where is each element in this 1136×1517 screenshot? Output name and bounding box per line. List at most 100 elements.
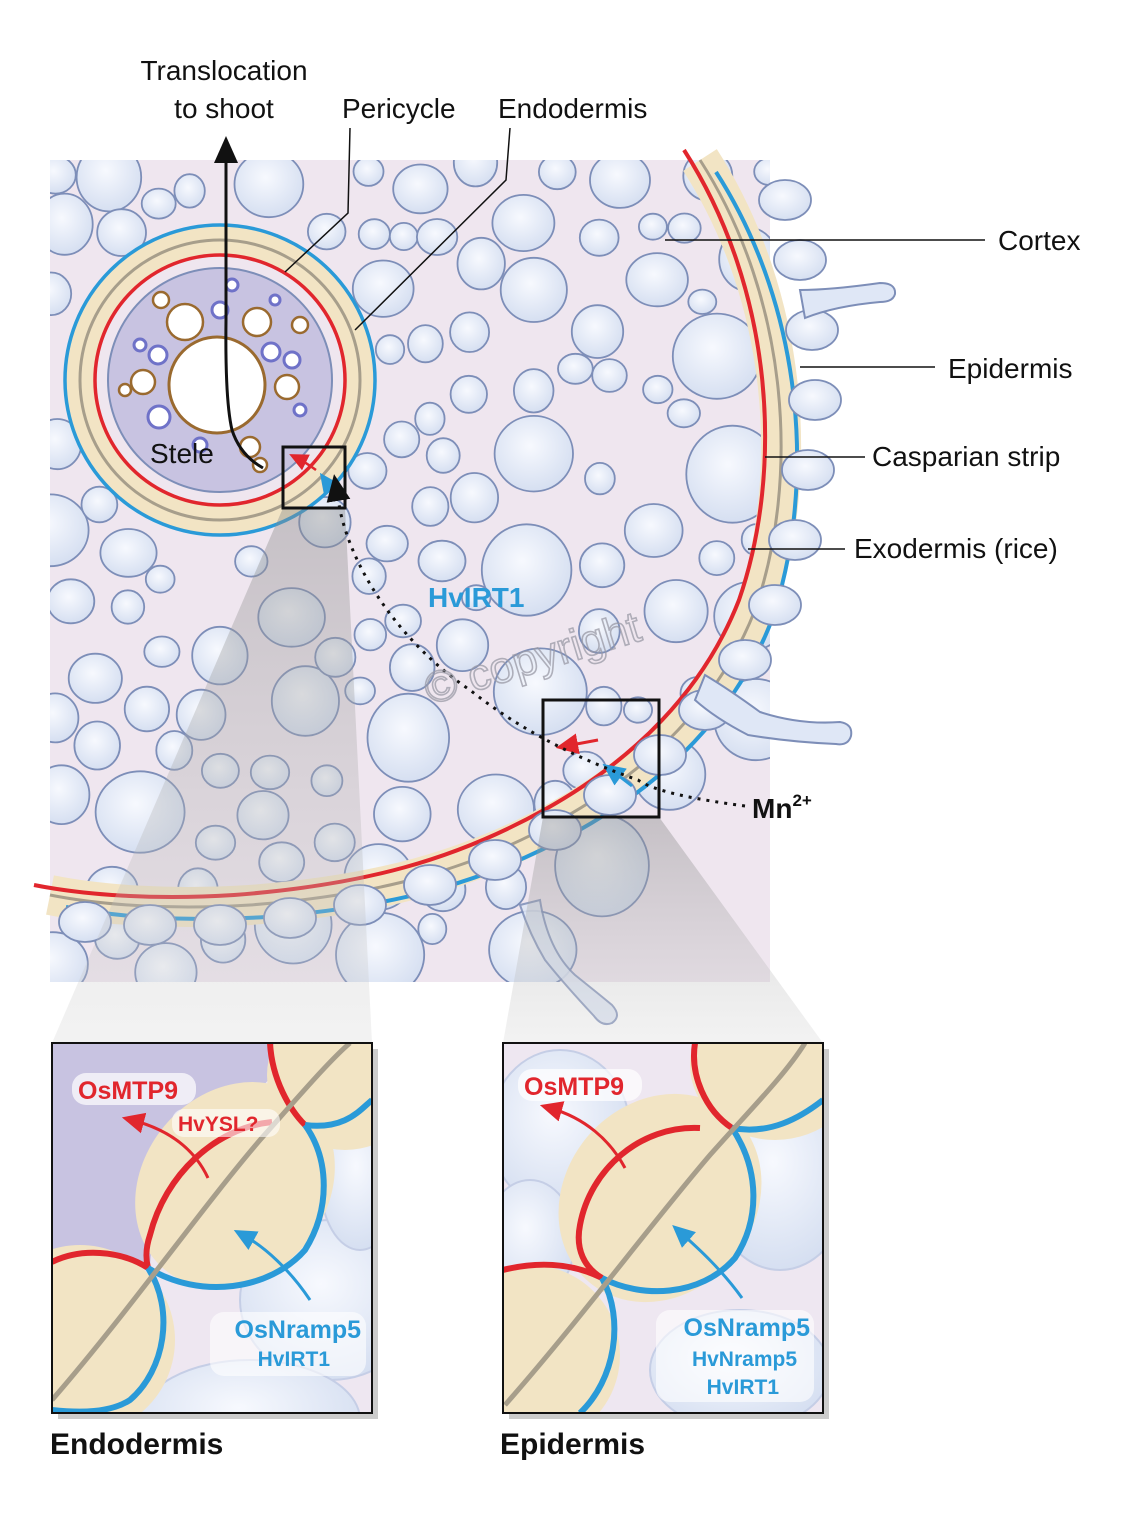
cortex-cell [392, 163, 449, 215]
xylem-vessel [238, 435, 262, 459]
phloem-cell [268, 293, 282, 307]
cortex-cell [578, 542, 626, 589]
label-hvirt1: HvIRT1 [428, 582, 524, 613]
cortex-cell [80, 485, 119, 524]
phloem-cell [224, 277, 240, 293]
cortex-cell [492, 647, 588, 736]
cortex-cell [307, 212, 347, 251]
cortex-cell [73, 720, 121, 771]
cortex-cell [499, 256, 568, 323]
cortex-cell [374, 334, 406, 365]
inset-epidermis-blue-membrane [600, 1126, 757, 1295]
cortex-cell [493, 415, 574, 493]
cortex-cell [585, 685, 623, 727]
xylem-vessel [151, 290, 171, 310]
inset-endodermis-bg-cell [139, 1359, 361, 1413]
phloem-cell [146, 404, 172, 430]
label-stele: Stele [150, 438, 214, 469]
xylem-vessel [165, 302, 205, 342]
cortex-cell [50, 192, 94, 256]
mn-base: Mn [752, 793, 792, 824]
cortex-cell [50, 271, 73, 316]
inset-epidermis-influx-2: HvNramp5 [692, 1348, 797, 1371]
inset-epidermis-efflux-1: OsMTP9 [524, 1073, 624, 1101]
mini-efflux-arrow-epidermis [555, 733, 599, 755]
cortex-cell [50, 578, 96, 625]
epidermal-cell [788, 379, 842, 421]
mn-charge: 2+ [792, 791, 811, 810]
cortex-cell [461, 584, 492, 612]
inset-epidermis-frame [502, 1042, 824, 1414]
inset-epidermis-blue-membrane [731, 1097, 823, 1133]
inset-epidermis-label-halo [518, 1069, 642, 1101]
cortex-cell [144, 564, 176, 594]
xylem-vessel [273, 373, 301, 401]
cortex-cell [557, 352, 594, 385]
cortex-cell [388, 221, 419, 251]
inset-epidermis-blue-membrane [577, 1276, 618, 1413]
cortex-cell [347, 452, 388, 490]
cortex-cell [667, 212, 702, 244]
label-mn-ion: Mn2+ [752, 791, 812, 824]
cortex-cell [352, 160, 385, 187]
phloem-cell [292, 402, 308, 418]
cortex-cell [687, 288, 718, 315]
inset-endodermis-influx-1: OsNramp5 [235, 1316, 362, 1344]
cortex-cell [50, 160, 77, 195]
zoom-cone-epidermis [503, 817, 823, 1043]
cortex-cell [173, 173, 206, 209]
epidermal-cell [758, 179, 812, 221]
zoom-box-epidermis [541, 698, 661, 819]
label-cortex: Cortex [998, 225, 1080, 256]
cortex-cell [383, 420, 421, 459]
inset-epidermis: OsMTP9 OsNramp5 HvNramp5 HvIRT1 Epidermi… [500, 1042, 829, 1461]
cortex-cell [365, 524, 409, 563]
cortex-cell [75, 160, 143, 213]
inset-endodermis-blue-membrane [304, 1097, 372, 1129]
phloem-cell [210, 300, 230, 320]
inset-epidermis-influx-arrow [672, 1225, 744, 1299]
inset-endodermis-label-halo [72, 1073, 196, 1105]
cortex-cell [67, 652, 123, 704]
cortex-cell [425, 437, 461, 474]
cortex-cell [435, 618, 490, 672]
endodermis-casparian-strip [78, 238, 362, 522]
cortex-cell [685, 424, 770, 524]
epidermal-cell [583, 774, 637, 816]
phloem-cell [147, 344, 169, 366]
cortex-cell [417, 913, 448, 946]
inset-endodermis: OsMTP9 HvYSL? OsNramp5 HvIRT1 Endodermis [50, 1042, 378, 1461]
epidermal-cell [748, 584, 802, 626]
epidermal-cell [718, 639, 772, 681]
inset-endodermis-influx-2: HvIRT1 [258, 1348, 331, 1371]
cortex-cell [449, 311, 491, 353]
cortex-cell [452, 160, 499, 188]
cortex-cells [50, 160, 770, 982]
epidermal-cell [768, 519, 822, 561]
root-tissue [50, 160, 770, 982]
phloem-cell [260, 341, 282, 363]
xylem-vessel [129, 368, 157, 396]
cortex-cell [357, 218, 391, 250]
inset-endodermis-blue-membrane [146, 1123, 327, 1290]
inset-endodermis-efflux-arrow [121, 1112, 210, 1179]
inset-endodermis-red-membrane [267, 1043, 308, 1128]
inset-epidermis-red-membrane [503, 1261, 604, 1281]
inset-epidermis-red-membrane [691, 1043, 734, 1131]
cortex-cell [411, 486, 450, 527]
label-casparian-strip: Casparian strip [872, 441, 1060, 472]
cortex-cell [417, 539, 467, 583]
cortex-cell [366, 692, 450, 783]
xylem-vessel [290, 315, 310, 335]
cortex-cell [351, 557, 387, 595]
cortex-cell [123, 685, 170, 733]
phloem-cell [282, 350, 302, 370]
cortex-cell [623, 696, 654, 724]
label-endodermis: Endodermis [498, 93, 647, 124]
cortex-cell [414, 401, 446, 436]
inset-epidermis-caption: Epidermis [500, 1428, 645, 1461]
inset-epidermis-influx-3: HvIRT1 [707, 1376, 780, 1399]
leader-endodermis [354, 127, 511, 331]
cortex-cell [671, 312, 762, 400]
